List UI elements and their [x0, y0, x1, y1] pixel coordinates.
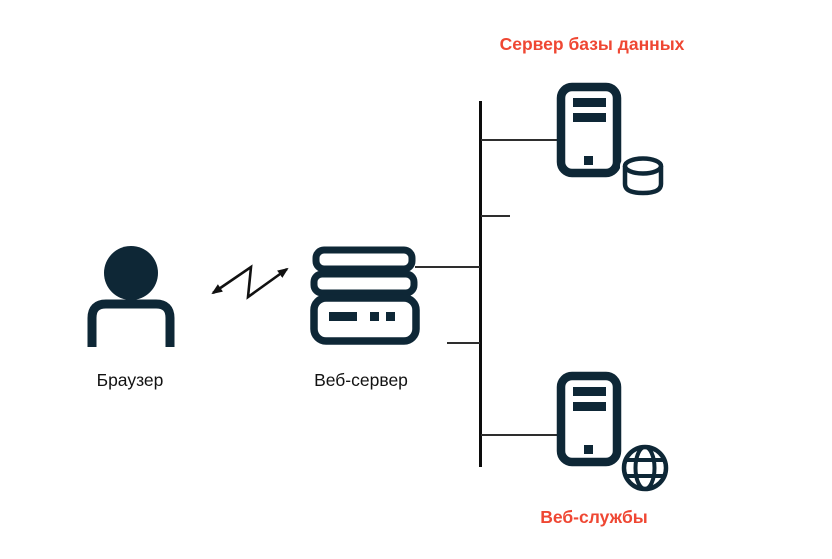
web-server-label: Веб-сервер [314, 370, 408, 390]
browser-label: Браузер [96, 370, 164, 390]
network-bus-line [479, 101, 482, 467]
database-server-label: Сервер базы данных [499, 34, 685, 54]
connector-bus-to-web-services [481, 434, 557, 436]
database-cylinder-icon [620, 153, 666, 199]
server-tower-icon [556, 371, 622, 467]
zigzag-double-arrow-icon [211, 264, 289, 300]
connector-stub-left [447, 342, 480, 344]
connector-bus-to-database-server [481, 139, 557, 141]
server-tower-icon [556, 82, 622, 178]
server-stack-icon [310, 246, 420, 345]
connector-web-server-to-bus [415, 266, 480, 268]
globe-icon [621, 444, 669, 492]
connector-stub-right [481, 215, 510, 217]
web-services-label: Веб-службы [540, 507, 648, 527]
person-icon [87, 246, 175, 347]
